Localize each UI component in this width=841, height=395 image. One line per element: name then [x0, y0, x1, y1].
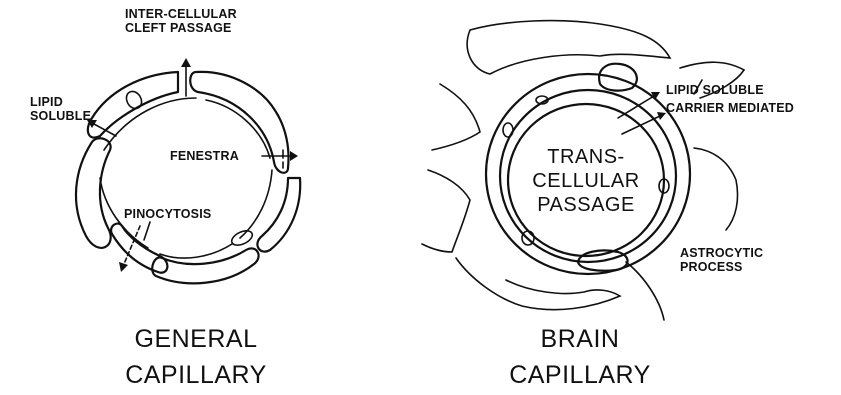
pinocytosis-arrow-head	[119, 262, 128, 272]
label-transcellular-line-1: TRANS-	[547, 146, 624, 168]
label-lipid-soluble: LIPID SOLUBLE	[666, 83, 764, 97]
astrocytic-process	[456, 258, 620, 310]
label-fenestra: FENESTRA	[170, 149, 239, 163]
astrocytic-process	[422, 170, 470, 252]
label-astrocytic-line-2: PROCESS	[680, 260, 743, 274]
astrocytic-process	[432, 84, 480, 150]
general-endothelial-cell-left	[76, 138, 111, 248]
general-title-line-1: GENERAL	[135, 325, 258, 353]
general-lumen-wall	[100, 98, 272, 258]
astrocytic-process	[626, 262, 664, 320]
general-cell-nucleus	[123, 89, 144, 112]
general-title-line-2: CAPILLARY	[125, 361, 267, 389]
astrocytic-process	[467, 21, 670, 74]
general-capillary: INTER-CELLULAR CLEFT PASSAGE LIPID SOLUB…	[30, 7, 300, 389]
lipid-soluble-arrow	[94, 124, 116, 136]
label-lipid-line-2: SOLUBLE	[30, 109, 91, 123]
brain-capillary: LIPID SOLUBLE CARRIER MEDIATED TRANS- CE…	[422, 21, 794, 389]
pinocytosis-label-leader	[144, 222, 150, 240]
brain-cell-nucleus	[503, 123, 513, 137]
brain-title-line-2: CAPILLARY	[509, 361, 651, 389]
astrocytic-process	[694, 148, 738, 230]
label-astrocytic-line-1: ASTROCYTIC	[680, 246, 763, 260]
general-endothelial-cell-bottom-left	[111, 224, 167, 273]
label-lipid-line-1: LIPID	[30, 95, 63, 109]
label-pinocytosis: PINOCYTOSIS	[124, 207, 211, 221]
carrier-mediated-arrow	[622, 116, 660, 134]
label-carrier-mediated: CARRIER MEDIATED	[666, 101, 794, 115]
label-intercellular-line-2: CLEFT PASSAGE	[125, 21, 232, 35]
fenestra-arrow-head	[290, 151, 298, 161]
label-intercellular-line-1: INTER-CELLULAR	[125, 7, 237, 21]
brain-title-line-1: BRAIN	[541, 325, 620, 353]
intercellular-arrow-head	[181, 58, 191, 67]
label-transcellular-line-2: CELLULAR	[532, 170, 639, 192]
label-transcellular-line-3: PASSAGE	[537, 194, 635, 216]
pericyte-cell	[599, 64, 637, 91]
general-endothelial-cell-right	[257, 178, 300, 252]
general-cell-nucleus	[229, 228, 254, 248]
